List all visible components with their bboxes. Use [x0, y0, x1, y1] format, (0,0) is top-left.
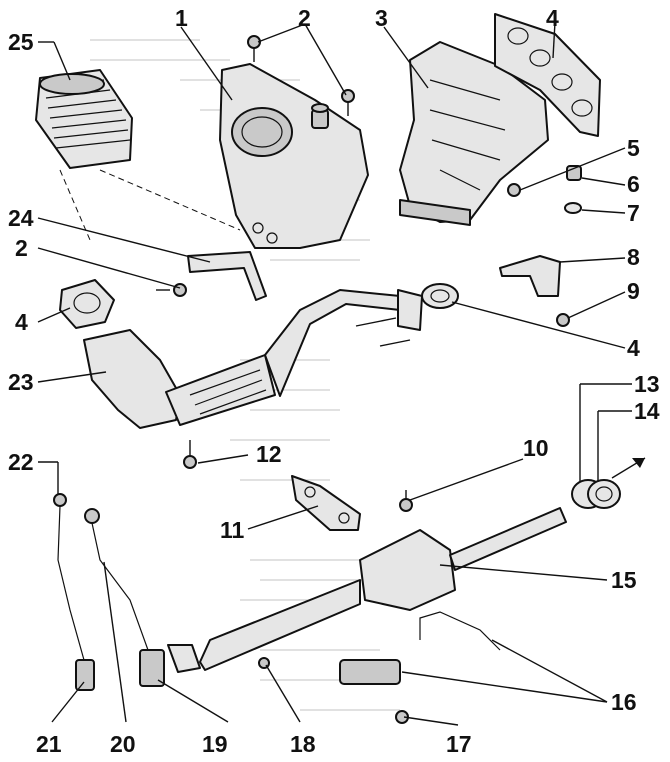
label-12: 12	[256, 441, 282, 467]
label-8: 8	[627, 244, 640, 270]
label-4-left: 4	[15, 309, 28, 335]
label-17: 17	[446, 731, 472, 757]
label-16: 16	[611, 689, 637, 715]
part-sensor-wiring	[339, 611, 501, 685]
part-lambda-sensor-right	[84, 508, 165, 687]
label-7: 7	[627, 200, 640, 226]
part-silencer	[199, 507, 567, 671]
label-10: 10	[523, 435, 549, 461]
label-3: 3	[375, 5, 388, 31]
part-gasket-11	[291, 475, 361, 531]
label-13: 13	[634, 371, 660, 397]
label-11: 11	[220, 517, 245, 543]
part-end-flange	[167, 644, 201, 673]
label-18: 18	[290, 731, 316, 757]
leader-lines	[37, 21, 632, 726]
part-nut-9	[556, 313, 570, 327]
assembly-dashline	[59, 169, 91, 241]
label-2-left: 2	[15, 235, 28, 261]
part-front-pipe-catalyst	[83, 289, 401, 429]
part-gasket-center	[421, 283, 459, 309]
part-manifold-gasket	[494, 13, 601, 137]
label-2-top: 2	[298, 5, 311, 31]
part-bracket	[499, 255, 561, 297]
label-22: 22	[8, 449, 34, 475]
label-9: 9	[627, 278, 640, 304]
part-labels: 1 2 3 4 5 6 7 8 9 4 13 14 10 12 11 15 16…	[8, 5, 660, 757]
part-bellows	[35, 69, 133, 169]
part-stud	[507, 183, 521, 197]
part-heat-shield	[219, 63, 369, 249]
label-23: 23	[8, 369, 34, 395]
assembly-dashline	[99, 169, 241, 231]
label-19: 19	[202, 731, 228, 757]
part-washer	[564, 202, 582, 214]
part-lambda-sensor-left	[53, 493, 95, 691]
label-1: 1	[175, 5, 188, 31]
label-14: 14	[634, 398, 660, 424]
part-flange	[355, 289, 423, 347]
part-support-bracket	[187, 251, 267, 301]
label-15: 15	[611, 567, 637, 593]
part-bolt-12	[183, 440, 197, 469]
label-6: 6	[627, 171, 640, 197]
part-bolt-10	[399, 490, 413, 512]
direction-arrow-head	[632, 458, 645, 468]
part-exhaust-manifold	[399, 41, 549, 226]
label-5: 5	[627, 135, 640, 161]
part-clamp	[571, 479, 621, 509]
label-24: 24	[8, 205, 34, 231]
label-25: 25	[8, 29, 34, 55]
label-4-top: 4	[546, 5, 559, 31]
label-4-right: 4	[627, 335, 640, 361]
part-gasket-left	[59, 279, 115, 329]
label-21: 21	[36, 731, 62, 757]
label-20: 20	[110, 731, 136, 757]
